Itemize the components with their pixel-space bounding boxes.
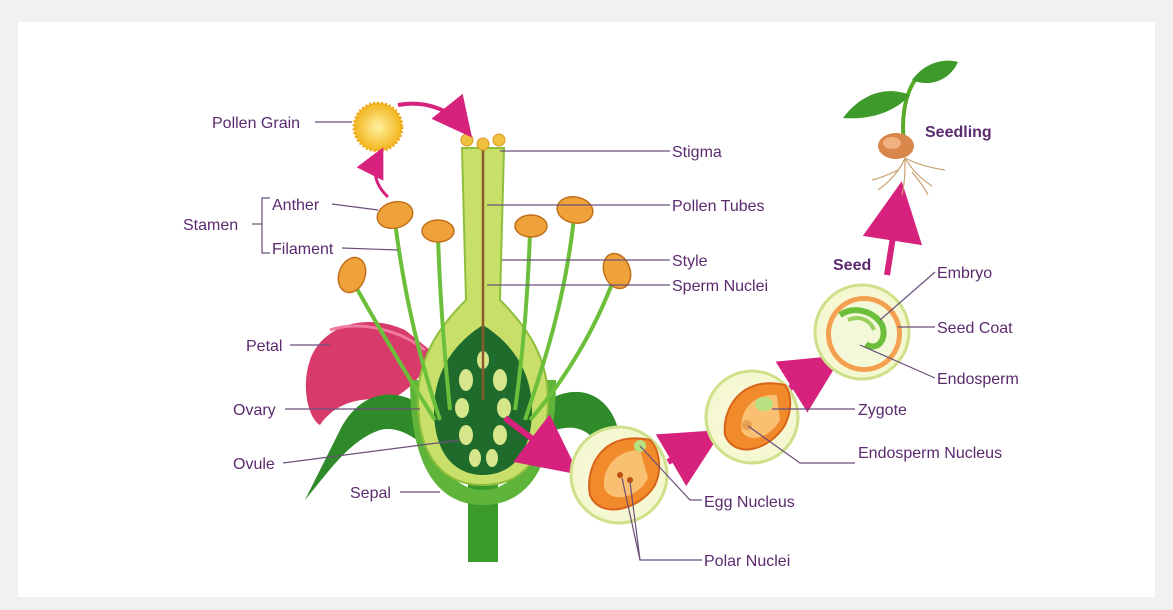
ovule-detail-circle — [571, 427, 667, 523]
label-stamen: Stamen — [183, 217, 238, 234]
arrow-to-seed — [790, 368, 822, 388]
pollen-grain — [354, 103, 402, 151]
label-embryo: Embryo — [937, 265, 992, 282]
label-endosperm: Endosperm — [937, 371, 1019, 388]
arrow-to-seedling — [887, 205, 898, 275]
arrow-to-zygote — [668, 442, 702, 462]
arrow-pollen-to-stigma — [398, 104, 462, 125]
arrow-anther-to-pollen — [375, 158, 388, 197]
label-style: Style — [672, 253, 708, 270]
label-ovary: Ovary — [233, 402, 276, 419]
label-polar-nuclei: Polar Nuclei — [704, 553, 790, 570]
label-zygote: Zygote — [858, 402, 907, 419]
seed-circle — [815, 285, 909, 379]
label-ovule: Ovule — [233, 456, 275, 473]
zygote-circle — [706, 371, 798, 463]
label-petal: Petal — [246, 338, 282, 355]
label-seed: Seed — [833, 257, 871, 274]
label-filament: Filament — [272, 241, 334, 258]
label-pollen-grain: Pollen Grain — [212, 115, 300, 132]
label-pollen-tubes: Pollen Tubes — [672, 198, 765, 215]
label-egg-nucleus: Egg Nucleus — [704, 494, 795, 511]
label-endosperm-nucleus: Endosperm Nucleus — [858, 445, 1002, 462]
label-sepal: Sepal — [350, 485, 391, 502]
label-seedling: Seedling — [925, 124, 992, 141]
label-stigma: Stigma — [672, 144, 722, 161]
label-anther: Anther — [272, 197, 320, 214]
label-sperm-nuclei: Sperm Nuclei — [672, 278, 768, 295]
label-seed-coat: Seed Coat — [937, 320, 1013, 337]
